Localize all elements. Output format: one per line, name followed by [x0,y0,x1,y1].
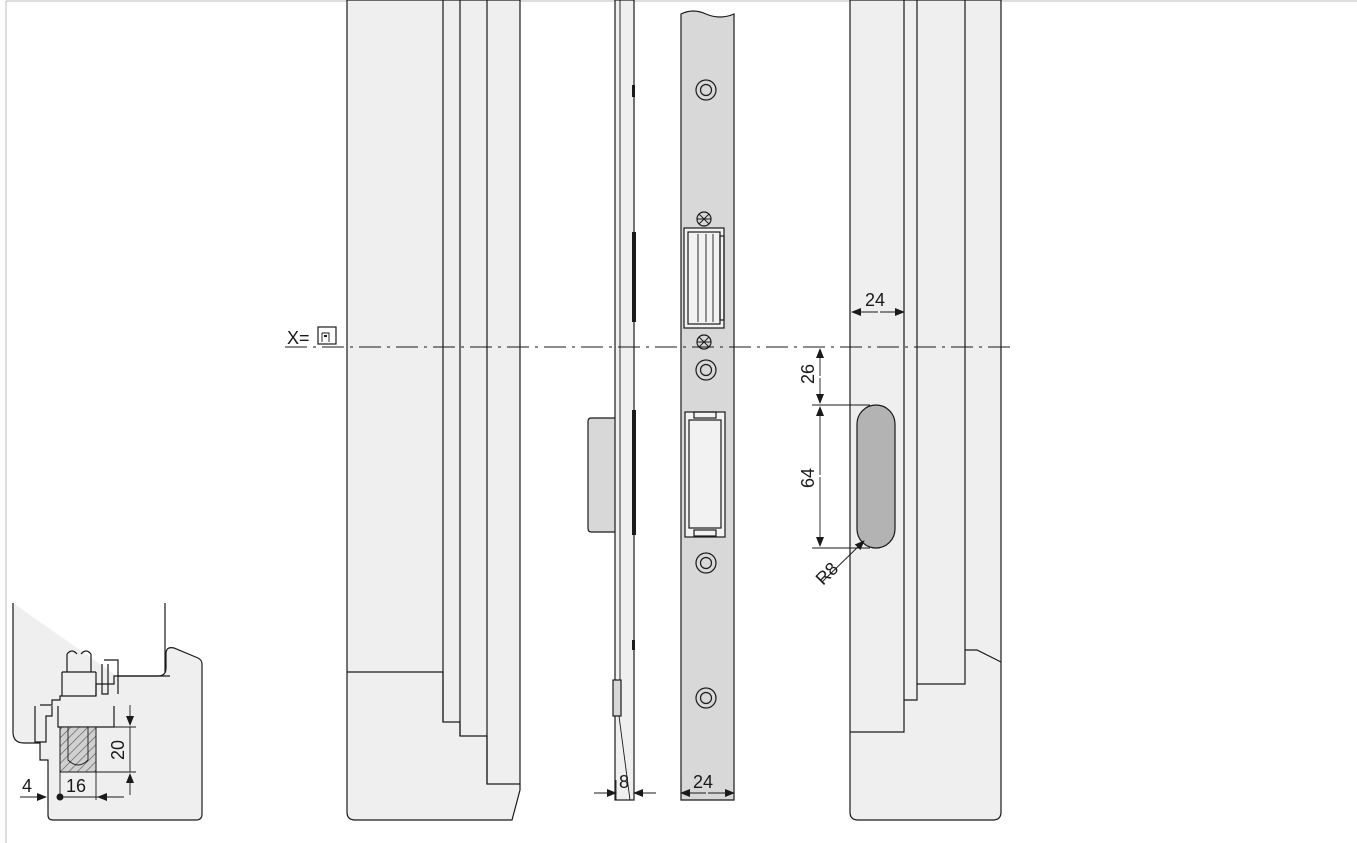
case-notch [632,640,635,650]
keep-pocket [856,404,896,549]
dimension-label: R8 [812,558,842,588]
dimension-label: 16 [66,776,86,796]
adjust-screw-icon [696,211,712,227]
dimension-label: 8 [619,772,629,792]
dimension-16: 16 [60,772,124,801]
dimension-26: 26 [798,348,870,406]
adjust-screw-icon [696,334,712,350]
left-frame-profile [346,0,521,821]
dimension-4: 4 [20,772,61,805]
case-notch [632,410,636,535]
screw-hole-icon [695,552,717,574]
profile-section-detail [12,603,203,821]
screw-hole-icon [695,687,717,709]
case-notch [632,85,635,97]
dimension-label: 4 [22,776,32,796]
dimension-20: 20 [96,705,136,795]
dimension-8: 8 [594,770,656,800]
dimension-64: 64 [798,406,870,549]
hatched-section [59,726,97,773]
right-frame-profile [849,0,1002,821]
axis-marker-label: X= [287,328,310,348]
dimension-label: 24 [693,772,713,792]
screw-hole-icon [695,359,717,381]
dimension-24-profile: 24 [851,290,905,316]
dimension-label: 24 [865,290,885,310]
door-symbol-icon [317,326,337,345]
dimension-label: 26 [798,364,818,384]
dimension-label: 64 [798,468,818,488]
dimension-label: 20 [108,740,128,760]
axis-line-x: X= [285,326,1010,348]
lock-faceplate-front-view [680,10,735,801]
deadbolt-opening [684,411,726,538]
dimension-24-faceplate: 24 [680,772,735,800]
lock-case-side-view [587,0,636,801]
latch-bolt-opening [683,227,725,329]
screw-hole-icon [695,79,717,101]
case-notch [632,232,636,322]
